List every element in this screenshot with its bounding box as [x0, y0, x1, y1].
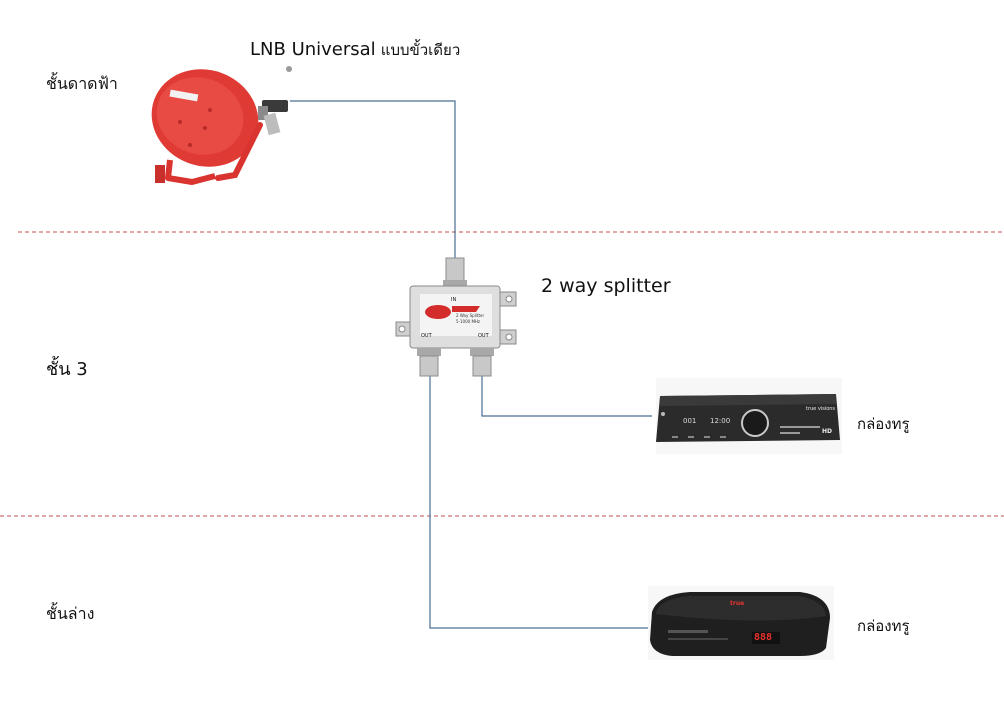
splitter-port-out-right: OUT: [478, 333, 489, 339]
receiver-bottom-brand: true: [730, 600, 745, 607]
cable-lnb-to-splitter: [290, 100, 456, 262]
receiver-top-badge: HD: [822, 428, 833, 435]
splitter-port-in: IN: [451, 297, 457, 303]
receiver-top-brand: true visions: [806, 406, 836, 412]
splitter-label: 2 way splitter: [541, 275, 671, 297]
lnb-title: LNB Universal แบบขั้วเดียว: [250, 38, 460, 62]
splitter-body-text-2: 5-1000 MHz: [456, 319, 480, 324]
splitter-body-text-1: 2 Way Splitter: [456, 313, 485, 318]
cable-splitter-to-receiver-bottom: [429, 375, 648, 629]
set-top-box-icon: [656, 378, 842, 454]
receiver-top-display-2: 12:00: [710, 417, 731, 425]
cable-splitter-to-receiver-top: [481, 375, 652, 417]
lnb-suffix: แบบขั้วเดียว: [380, 41, 461, 59]
receiver-top-display-1: 001: [683, 417, 697, 425]
receiver-top-label: กล่องทรู: [857, 415, 910, 433]
receiver-bottom-label: กล่องทรู: [857, 617, 910, 635]
floor-label-third: ชั้น 3: [46, 359, 88, 380]
lnb-name: LNB Universal: [250, 39, 376, 60]
satellite-dish-icon: [148, 64, 292, 196]
floor-label-roof: ชั้นดาดฟ้า: [46, 74, 118, 93]
coax-splitter-icon: [395, 257, 517, 377]
floor-label-ground: ชั้นล่าง: [46, 604, 95, 623]
splitter-port-out-left: OUT: [421, 333, 432, 339]
receiver-bottom-display: 888: [754, 632, 773, 643]
set-top-box-icon: [648, 586, 834, 660]
